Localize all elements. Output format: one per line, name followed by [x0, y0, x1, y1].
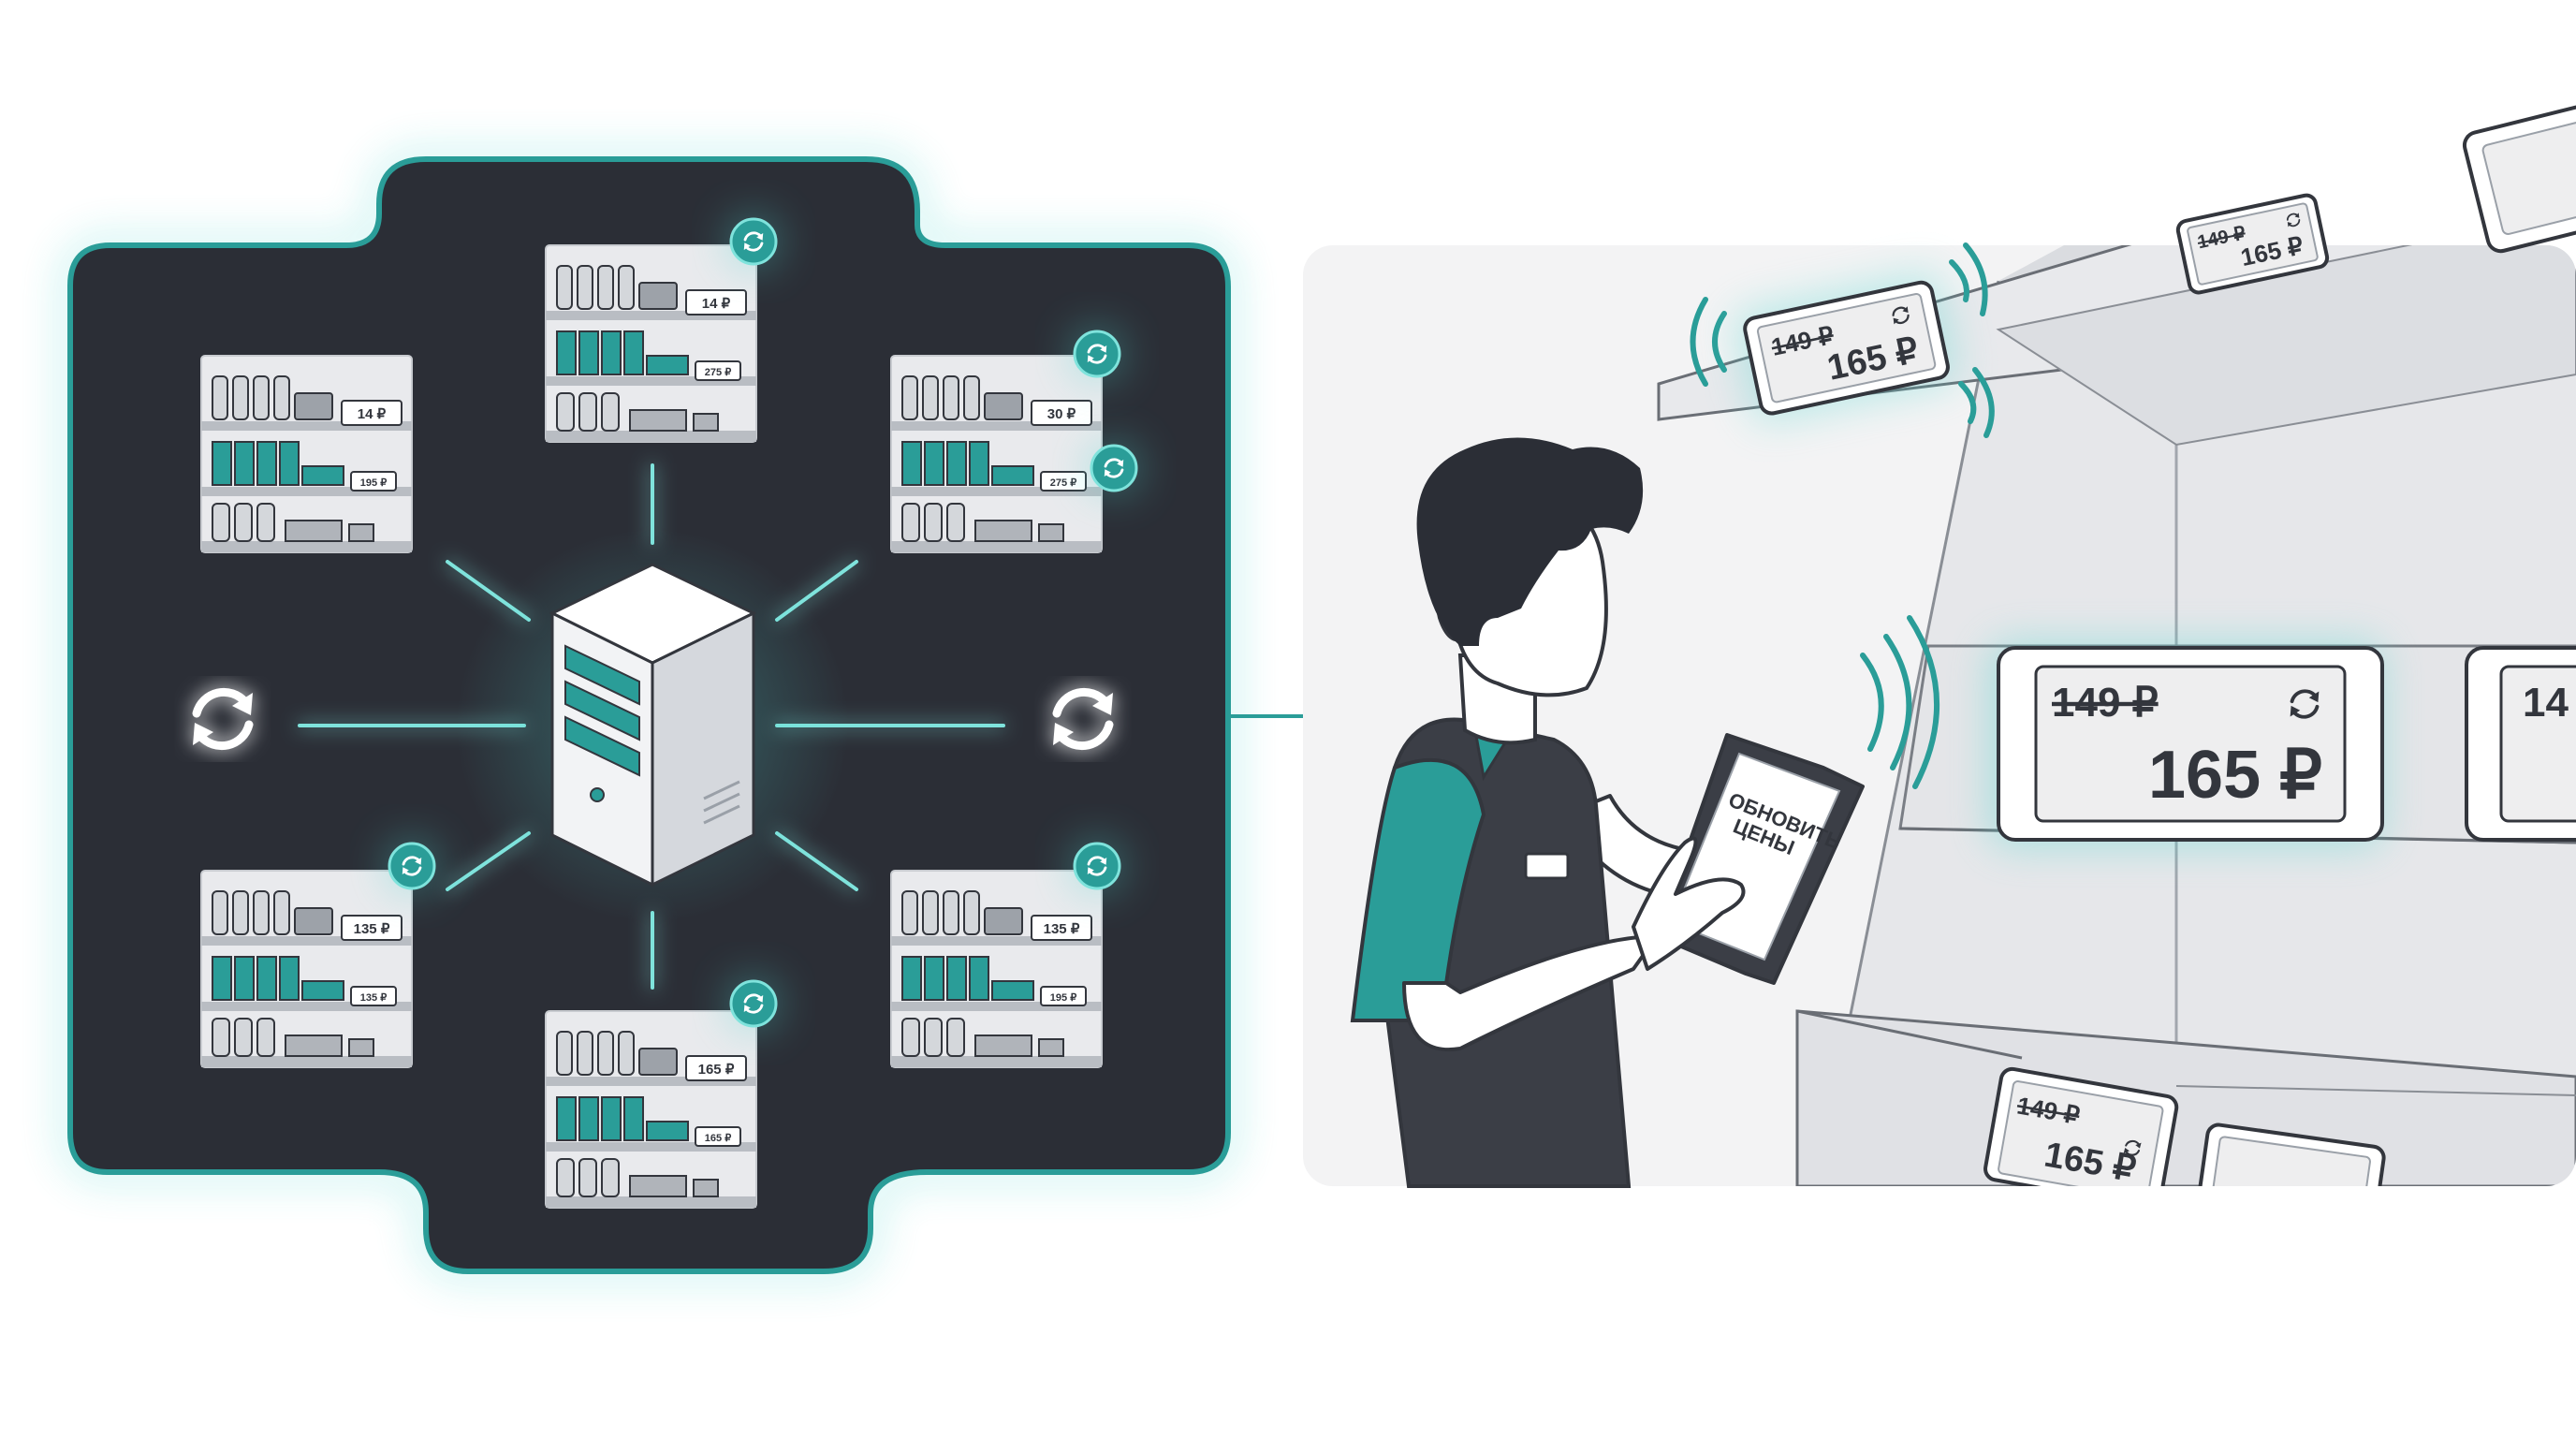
svg-text:275 ₽: 275 ₽: [1050, 477, 1076, 489]
new-price: 165 ₽: [2148, 738, 2322, 813]
price-tag: 165 ₽: [685, 1055, 747, 1081]
sync-icon: [725, 976, 782, 1032]
svg-text:135 ₽: 135 ₽: [1044, 921, 1080, 937]
price-tag: 14 ₽: [341, 400, 402, 426]
price-tag: 275 ₽: [1040, 471, 1087, 492]
sync-icon: [1086, 440, 1142, 496]
store-worker: [1350, 437, 1705, 1188]
sync-icon: [1069, 326, 1125, 382]
svg-text:195 ₽: 195 ₽: [360, 477, 387, 489]
name-badge: [1524, 852, 1570, 880]
price-tag: 165 ₽: [695, 1126, 741, 1147]
worker-hair: [1416, 437, 1644, 646]
store-bottom-right: 135 ₽ 195 ₽: [890, 870, 1103, 1068]
old-price: 149 ₽: [2052, 680, 2159, 726]
price-tag: 275 ₽: [695, 360, 741, 381]
svg-text:30 ₽: 30 ₽: [1047, 406, 1076, 422]
svg-text:165 ₽: 165 ₽: [705, 1133, 731, 1144]
old-price: 14: [2523, 680, 2569, 726]
label-main-right: 14: [2465, 646, 2576, 842]
svg-text:195 ₽: 195 ₽: [1050, 992, 1076, 1004]
store-top-right: 30 ₽ 275 ₽: [890, 355, 1103, 553]
svg-text:135 ₽: 135 ₽: [354, 921, 390, 937]
label-top-far: 149 ₽ 165 ₽: [2175, 193, 2330, 295]
server-icon: [456, 529, 849, 922]
sync-icon: [384, 838, 440, 894]
price-tag: 14 ₽: [685, 289, 747, 315]
svg-text:165 ₽: 165 ₽: [698, 1062, 735, 1078]
store-tiles: 14 ₽275 ₽14 ₽195 ₽30 ₽275 ₽135 ₽135 ₽135…: [200, 213, 1142, 1209]
price-tag: 135 ₽: [341, 915, 402, 941]
price-tag: 135 ₽: [1031, 915, 1092, 941]
wireless-signal-icon: [1690, 242, 1995, 789]
store-bottom-left: 135 ₽ 135 ₽: [200, 870, 413, 1068]
store-bottom: 165 ₽ 165 ₽: [545, 1010, 757, 1209]
price-tag: 195 ₽: [350, 471, 397, 492]
worker-hand: [1632, 836, 1746, 971]
label-main: 149 ₽ 165 ₽: [1989, 641, 2384, 847]
store-scene: ОБНОВИТЬ ЦЕНЫ 149 ₽ 165 ₽ 149 ₽ 165 ₽: [1303, 100, 2576, 1188]
svg-text:14 ₽: 14 ₽: [358, 406, 387, 422]
label-top-near: 149 ₽ 165 ₽: [1734, 271, 1959, 423]
svg-text:14 ₽: 14 ₽: [702, 296, 731, 312]
svg-text:275 ₽: 275 ₽: [705, 367, 731, 378]
store-top-left: 14 ₽ 195 ₽: [200, 355, 413, 553]
svg-text:135 ₽: 135 ₽: [360, 992, 387, 1004]
price-tag: 195 ₽: [1040, 986, 1087, 1006]
label-top-right-partial: [2462, 100, 2576, 254]
sync-icon: [725, 213, 782, 270]
sync-icon: [1069, 838, 1125, 894]
worker-shirt: [1350, 757, 1486, 1022]
price-tag: 135 ₽: [350, 986, 397, 1006]
label-bottom: 149 ₽ 165 ₽: [1983, 1066, 2386, 1186]
price-tag: 30 ₽: [1031, 400, 1092, 426]
store-top: 14 ₽ 275 ₽: [545, 244, 757, 443]
